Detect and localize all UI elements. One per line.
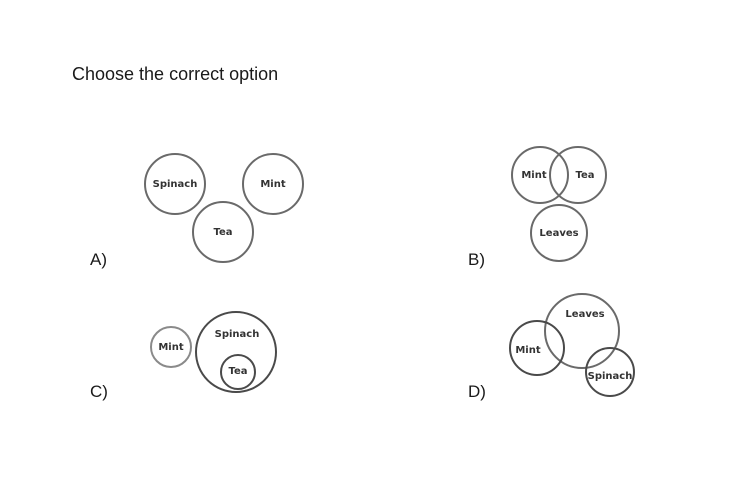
option-a-circle-spinach-label: Spinach xyxy=(153,179,198,190)
option-d-circle-spinach xyxy=(585,347,635,397)
option-d-circle-mint-label: Mint xyxy=(515,345,540,356)
option-c-circle-mint-label: Mint xyxy=(158,342,183,353)
option-b-circle-tea-label: Tea xyxy=(575,170,594,181)
option-a-diagram[interactable]: Spinach Mint Tea xyxy=(144,153,304,263)
option-d-circle-spinach-label: Spinach xyxy=(588,371,633,382)
option-a-label[interactable]: A) xyxy=(90,250,107,269)
option-b-diagram[interactable]: Mint Tea Leaves xyxy=(511,146,607,262)
option-b-circle-leaves xyxy=(530,204,588,262)
option-c-circle-tea xyxy=(220,354,256,390)
option-c-label[interactable]: C) xyxy=(90,382,108,401)
option-b-circle-mint-label: Mint xyxy=(521,170,546,181)
option-c-diagram[interactable]: Mint Spinach Tea xyxy=(150,311,277,393)
option-a-circle-tea xyxy=(192,201,254,263)
option-c-circle-mint xyxy=(150,326,192,368)
option-d-circle-leaves-label: Leaves xyxy=(565,309,604,320)
option-a-circle-tea-label: Tea xyxy=(213,227,232,238)
option-c-circle-tea-label: Tea xyxy=(228,366,247,377)
option-c-circle-spinach-label: Spinach xyxy=(215,329,260,340)
question-text: Choose the correct option xyxy=(72,64,279,84)
option-b-circle-tea xyxy=(549,146,607,204)
option-b-circle-mint xyxy=(511,146,569,204)
option-c-circle-spinach xyxy=(195,311,277,393)
option-d-circle-leaves xyxy=(544,293,620,369)
option-b-label[interactable]: B) xyxy=(468,250,485,269)
option-a-circle-spinach xyxy=(144,153,206,215)
option-d-circle-mint xyxy=(509,320,565,376)
option-d-diagram[interactable]: Leaves Mint Spinach xyxy=(509,293,635,397)
option-d-label[interactable]: D) xyxy=(468,382,486,401)
option-b-circle-leaves-label: Leaves xyxy=(539,228,578,239)
option-a-circle-mint xyxy=(242,153,304,215)
option-a-circle-mint-label: Mint xyxy=(260,179,285,190)
